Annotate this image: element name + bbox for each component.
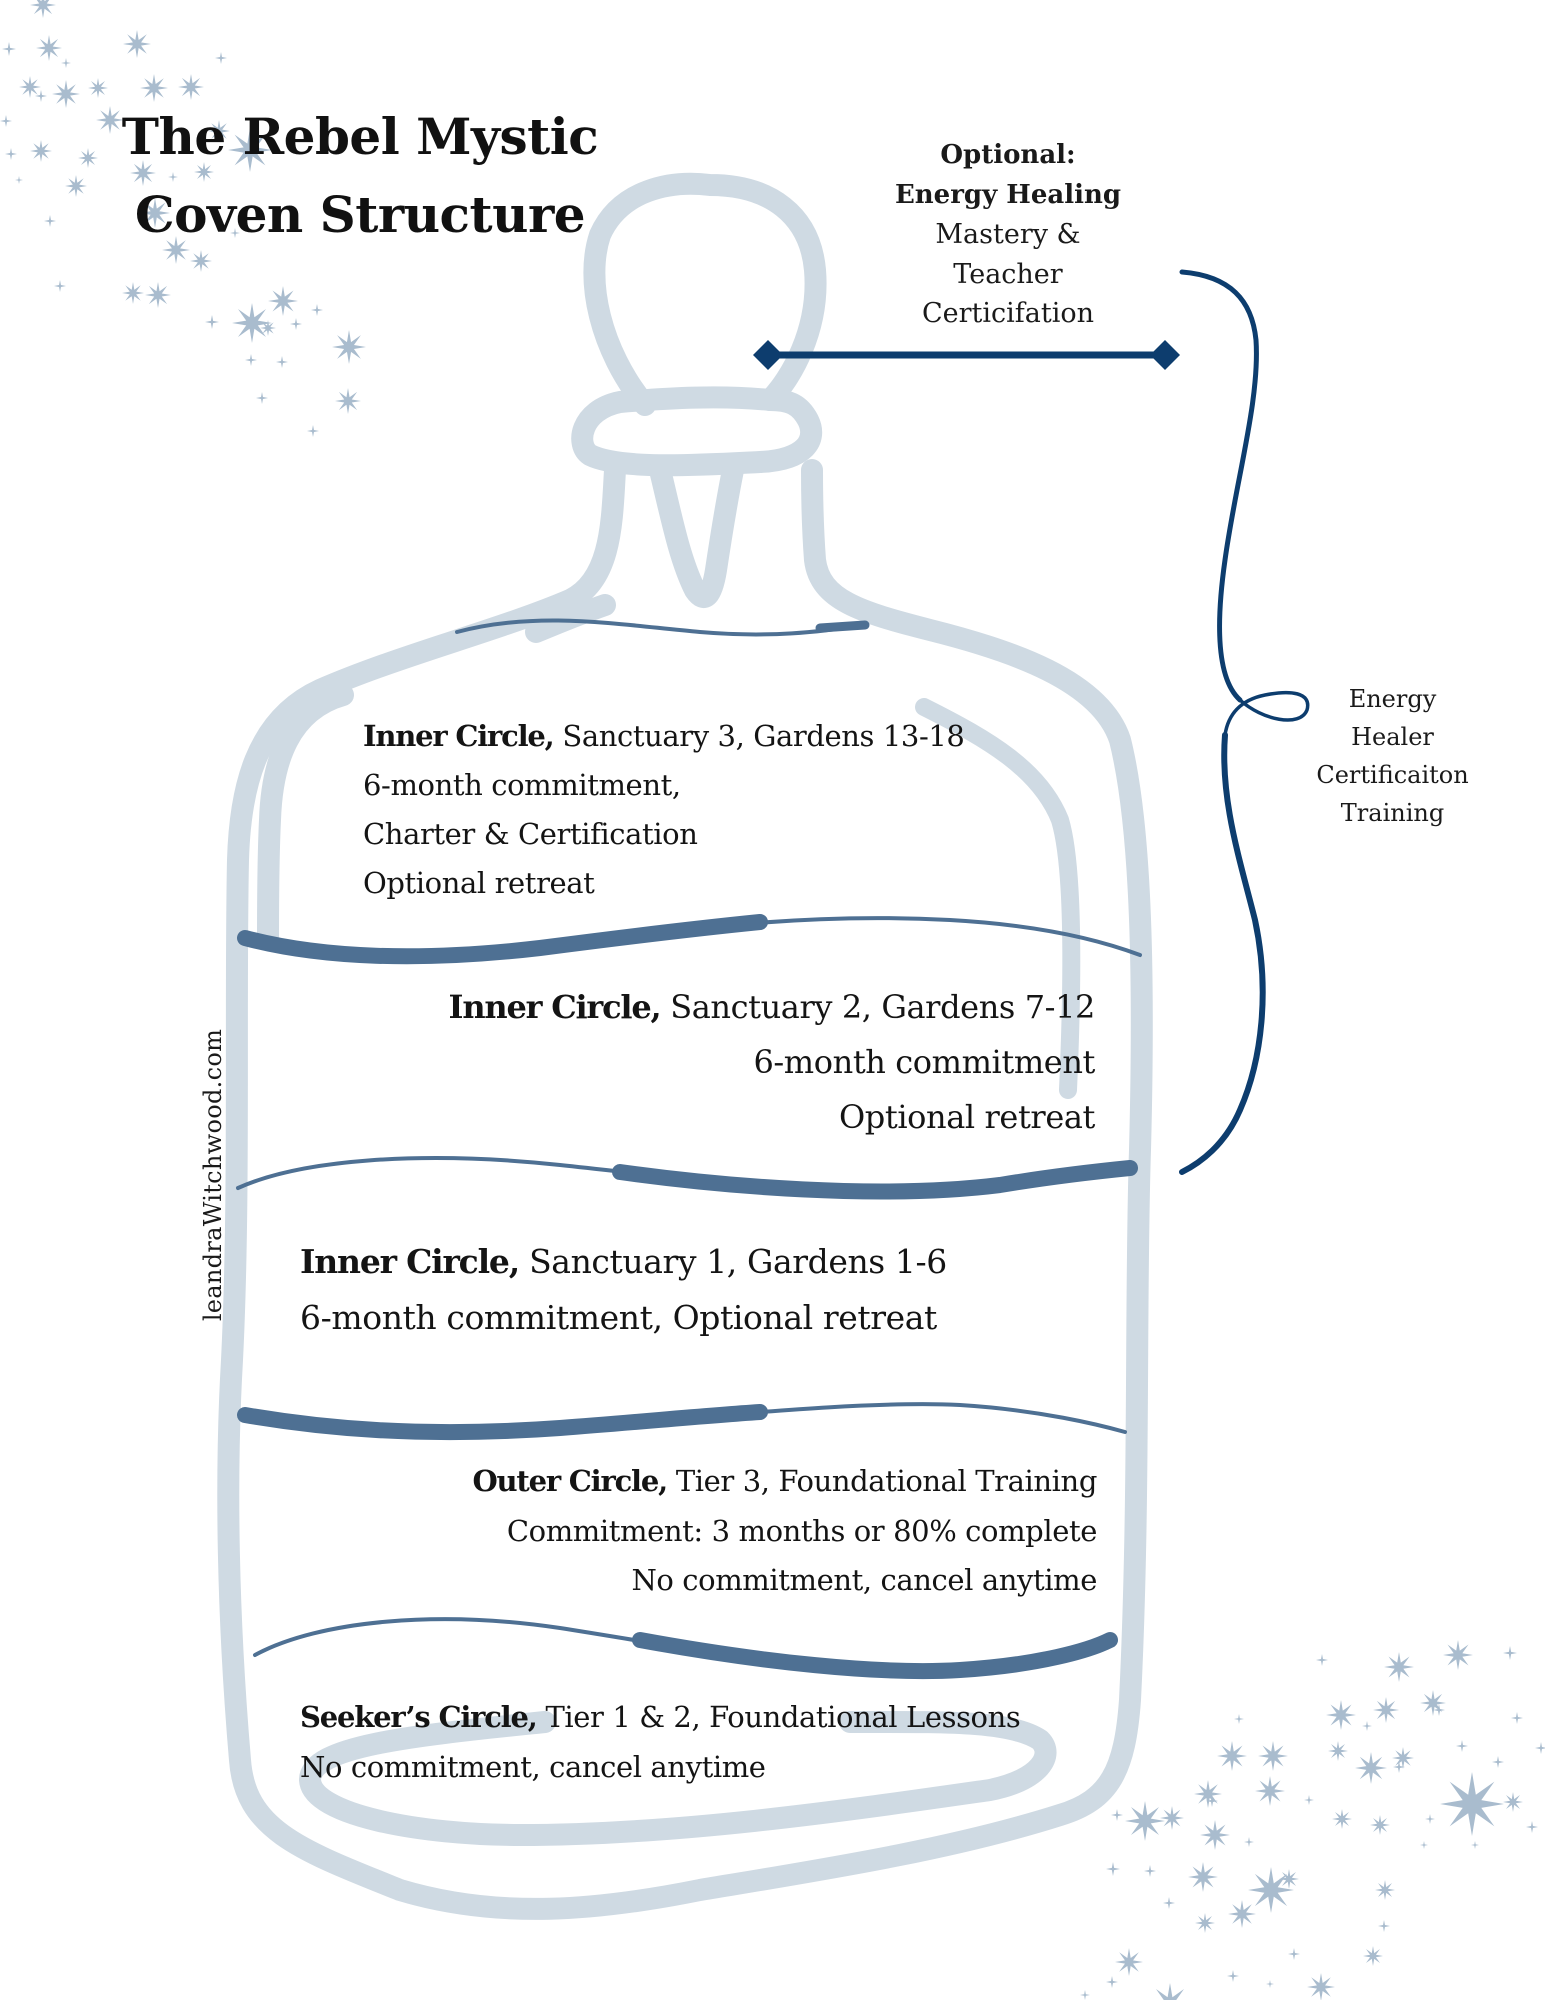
tier-line: Charter & Certification: [363, 817, 698, 851]
tier-line: 6-month commitment, Optional retreat: [300, 1298, 937, 1337]
tier-line: No commitment, cancel anytime: [631, 1563, 1097, 1597]
bottle-neck-drop: [649, 459, 744, 608]
tier-seekers-circle: Seeker’s Circle, Tier 1 & 2, Foundationa…: [300, 1693, 1021, 1792]
divider-2-thick: [612, 1160, 1138, 1200]
tier-inner-circle-sanctuary-3: Inner Circle, Sanctuary 3, Gardens 13-18…: [363, 712, 965, 908]
energy-healer-line-1: Energy: [1348, 685, 1437, 713]
mastery-connector: [753, 340, 1180, 370]
brace-loop: [1223, 690, 1310, 737]
divider-4-thick: [632, 1632, 1118, 1680]
bottle-base-loop: [299, 1710, 1057, 1846]
tier-line: Commitment: 3 months or 80% complete: [506, 1513, 1098, 1548]
layer-dividers: [236, 618, 1142, 1680]
tier-name: Inner Circle,: [448, 988, 662, 1026]
energy-healer-line-3: Certificaiton: [1316, 761, 1469, 789]
bottle-stopper: [583, 172, 827, 416]
tier-heading: Outer Circle, Tier 3, Foundational Train…: [472, 1457, 1097, 1507]
brace-lower: [1179, 732, 1266, 1175]
tier-name: Outer Circle,: [472, 1464, 668, 1498]
tier-detail: Sanctuary 1, Gardens 1-6: [519, 1242, 947, 1281]
divider-3-thick: [237, 1404, 768, 1441]
optional-line-3: Mastery &: [935, 219, 1081, 250]
optional-line-5: Certicifation: [921, 298, 1094, 329]
tier-heading: Inner Circle, Sanctuary 1, Gardens 1-6: [300, 1234, 947, 1290]
optional-line-2: Energy Healing: [894, 179, 1122, 210]
divider-1-thick: [237, 914, 768, 965]
tier-name: Inner Circle,: [300, 1242, 520, 1281]
tier-inner-circle-sanctuary-2: Inner Circle, Sanctuary 2, Gardens 7-12 …: [448, 980, 1096, 1145]
tier-inner-circle-sanctuary-1: Inner Circle, Sanctuary 1, Gardens 1-6 6…: [300, 1234, 947, 1346]
connector-diamond-right: [1150, 340, 1180, 370]
tier-heading: Inner Circle, Sanctuary 2, Gardens 7-12: [448, 980, 1096, 1035]
bottle-collar: [571, 386, 823, 477]
tier-outer-circle: Outer Circle, Tier 3, Foundational Train…: [472, 1457, 1097, 1606]
energy-healer-line-4: Training: [1340, 799, 1445, 827]
bottle-outline: [217, 172, 1153, 1920]
optional-line-4: Teacher: [953, 258, 1063, 290]
brace-upper: [1179, 269, 1259, 703]
bottle-inner-right-stroke: [915, 698, 1081, 1099]
tier-detail: Tier 1 & 2, Foundational Lessons: [536, 1700, 1021, 1734]
tier-line: 6-month commitment: [753, 1043, 1095, 1081]
divider-top: [455, 618, 867, 637]
title-line-2: Coven Structure: [134, 185, 586, 244]
tier-line: No commitment, cancel anytime: [300, 1749, 766, 1784]
tier-line: 6-month commitment,: [363, 768, 681, 802]
tier-detail: Sanctuary 2, Gardens 7-12: [660, 988, 1095, 1026]
page-title: The Rebel Mystic Coven Structure: [100, 98, 620, 254]
tier-name: Inner Circle,: [363, 719, 555, 753]
energy-healer-line-2: Healer: [1351, 723, 1434, 751]
tier-heading: Seeker’s Circle, Tier 1 & 2, Foundationa…: [300, 1693, 1021, 1743]
optional-mastery-label: Optional: Energy Healing Mastery & Teach…: [868, 136, 1148, 334]
tier-heading: Inner Circle, Sanctuary 3, Gardens 13-18: [363, 712, 965, 761]
connector-diamond-left: [753, 340, 783, 370]
bottle-inner-left-stroke: [257, 684, 354, 951]
tier-line: Optional retreat: [838, 1098, 1095, 1136]
bottle-shoulder-stroke: [525, 594, 616, 643]
tier-detail: Sanctuary 3, Gardens 13-18: [553, 719, 965, 753]
tier-name: Seeker’s Circle,: [300, 1700, 538, 1734]
tier-detail: Tier 3, Foundational Training: [667, 1464, 1098, 1498]
star-cluster-bottom-right: [1080, 1640, 1545, 2000]
title-line-1: The Rebel Mystic: [121, 107, 599, 166]
optional-line-1: Optional:: [940, 140, 1076, 170]
divider-top-end: [815, 620, 870, 633]
bottle-left-side: [217, 459, 1153, 1920]
tier-line: Optional retreat: [363, 866, 595, 900]
website-credit: leandraWitchwood.com: [199, 1028, 227, 1322]
curly-brace: [1179, 269, 1310, 1175]
energy-healer-label: Energy Healer Certificaiton Training: [1300, 680, 1485, 832]
